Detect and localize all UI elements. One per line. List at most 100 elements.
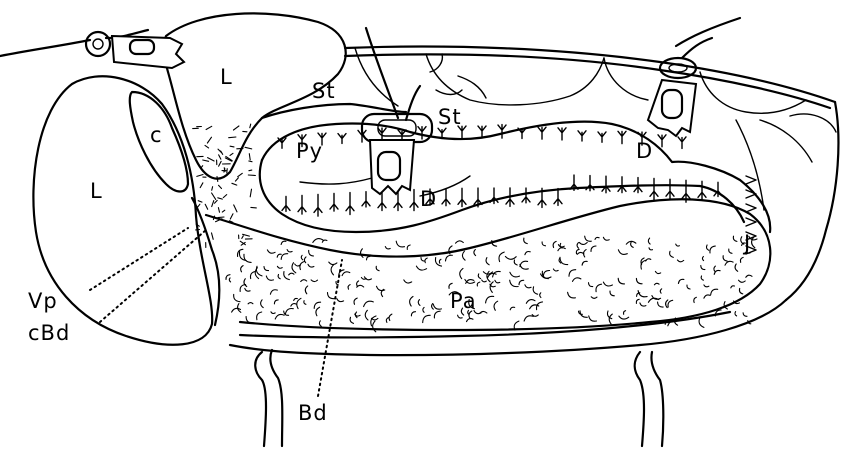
texture-stroke xyxy=(316,307,320,316)
texture-stroke xyxy=(725,261,733,265)
texture-stroke xyxy=(460,268,463,278)
texture-stroke xyxy=(208,158,215,161)
vessel-branch xyxy=(578,131,586,141)
texture-stroke xyxy=(618,250,627,255)
texture-stroke xyxy=(232,183,237,185)
texture-stroke xyxy=(577,252,584,254)
texture-stroke xyxy=(654,283,659,285)
label-L-upper: L xyxy=(220,65,233,89)
texture-stroke xyxy=(648,238,650,244)
texture-stroke xyxy=(261,300,264,308)
texture-stroke xyxy=(219,161,222,166)
duodenum-loop xyxy=(260,122,770,232)
texture-stroke xyxy=(731,286,735,288)
texture-stroke xyxy=(536,302,542,310)
texture-stroke xyxy=(701,266,705,270)
texture-stroke xyxy=(242,236,244,239)
label-D-right: D xyxy=(636,139,653,163)
texture-stroke xyxy=(266,276,273,280)
texture-stroke xyxy=(249,170,252,171)
vessel-branch xyxy=(658,135,666,147)
texture-stroke xyxy=(499,252,504,262)
vessel-branch xyxy=(490,188,498,204)
texture-stroke xyxy=(702,257,703,261)
texture-stroke xyxy=(660,289,661,293)
vessel-branch xyxy=(538,127,546,139)
texture-stroke xyxy=(739,288,742,294)
texture-stroke xyxy=(271,312,275,314)
texture-stroke xyxy=(510,307,515,310)
texture-stroke xyxy=(241,266,243,272)
texture-stroke xyxy=(297,298,301,308)
texture-stroke xyxy=(357,285,364,287)
texture-stroke xyxy=(474,250,476,256)
texture-stroke xyxy=(251,207,256,208)
texture-stroke xyxy=(205,204,208,209)
texture-stroke xyxy=(494,301,498,310)
vessel-branch xyxy=(398,130,406,140)
texture-stroke xyxy=(595,237,599,239)
texture-stroke xyxy=(311,280,317,282)
texture-stroke xyxy=(510,280,519,286)
texture-stroke xyxy=(486,296,494,303)
texture-stroke xyxy=(524,238,528,244)
texture-stroke xyxy=(348,285,350,290)
texture-stroke xyxy=(281,241,286,244)
texture-stroke xyxy=(677,260,683,262)
texture-stroke xyxy=(218,208,219,213)
texture-stroke xyxy=(573,278,581,282)
label-Bd: Bd xyxy=(298,401,328,425)
texture-stroke xyxy=(300,262,304,270)
texture-stroke xyxy=(234,294,240,301)
texture-stroke xyxy=(676,244,680,246)
vessel-branch xyxy=(618,131,626,143)
texture-stroke xyxy=(752,237,755,248)
texture-stroke xyxy=(245,288,250,291)
label-St-left: St xyxy=(312,79,336,103)
texture-stroke xyxy=(525,251,530,254)
texture-stroke xyxy=(640,303,646,306)
vessel-branch xyxy=(598,132,606,142)
texture-stroke xyxy=(423,315,431,322)
vessel-branch xyxy=(410,190,418,211)
texture-stroke xyxy=(365,310,368,320)
texture-stroke xyxy=(435,258,441,267)
texture-stroke xyxy=(421,258,425,262)
label-Pa: Pa xyxy=(450,289,477,313)
vessel-branch xyxy=(338,134,346,144)
texture-stroke xyxy=(376,266,379,270)
texture-stroke xyxy=(714,266,716,272)
texture-stroke xyxy=(462,251,465,260)
texture-stroke xyxy=(543,270,549,276)
texture-stroke xyxy=(449,283,452,288)
texture-stroke xyxy=(337,299,344,302)
texture-stroke xyxy=(230,146,234,147)
texture-stroke xyxy=(694,297,697,302)
texture-stroke xyxy=(649,248,653,250)
texture-stroke xyxy=(467,319,474,322)
texture-stroke xyxy=(723,256,727,261)
texture-stroke xyxy=(230,153,233,155)
texture-stroke xyxy=(219,155,221,159)
texture-stroke xyxy=(558,248,565,251)
texture-stroke xyxy=(591,297,597,299)
texture-stroke xyxy=(711,289,718,295)
texture-stroke xyxy=(197,175,203,177)
texture-stroke xyxy=(589,316,597,321)
texture-stroke xyxy=(579,242,587,244)
texture-stroke xyxy=(277,266,282,268)
vessel-branch xyxy=(746,204,756,212)
texture-stroke xyxy=(568,292,576,298)
texture-stroke xyxy=(361,249,363,258)
texture-stroke xyxy=(291,304,297,307)
texture-stroke xyxy=(526,300,535,304)
texture-stroke xyxy=(215,200,218,203)
label-D-center: D xyxy=(420,187,437,211)
vessel-branch xyxy=(678,137,686,149)
texture-stroke xyxy=(410,297,413,307)
texture-stroke xyxy=(234,126,239,130)
texture-stroke xyxy=(425,258,427,263)
texture-stroke xyxy=(350,317,353,323)
label-cBd: cBd xyxy=(28,321,70,345)
texture-stroke xyxy=(205,145,209,148)
